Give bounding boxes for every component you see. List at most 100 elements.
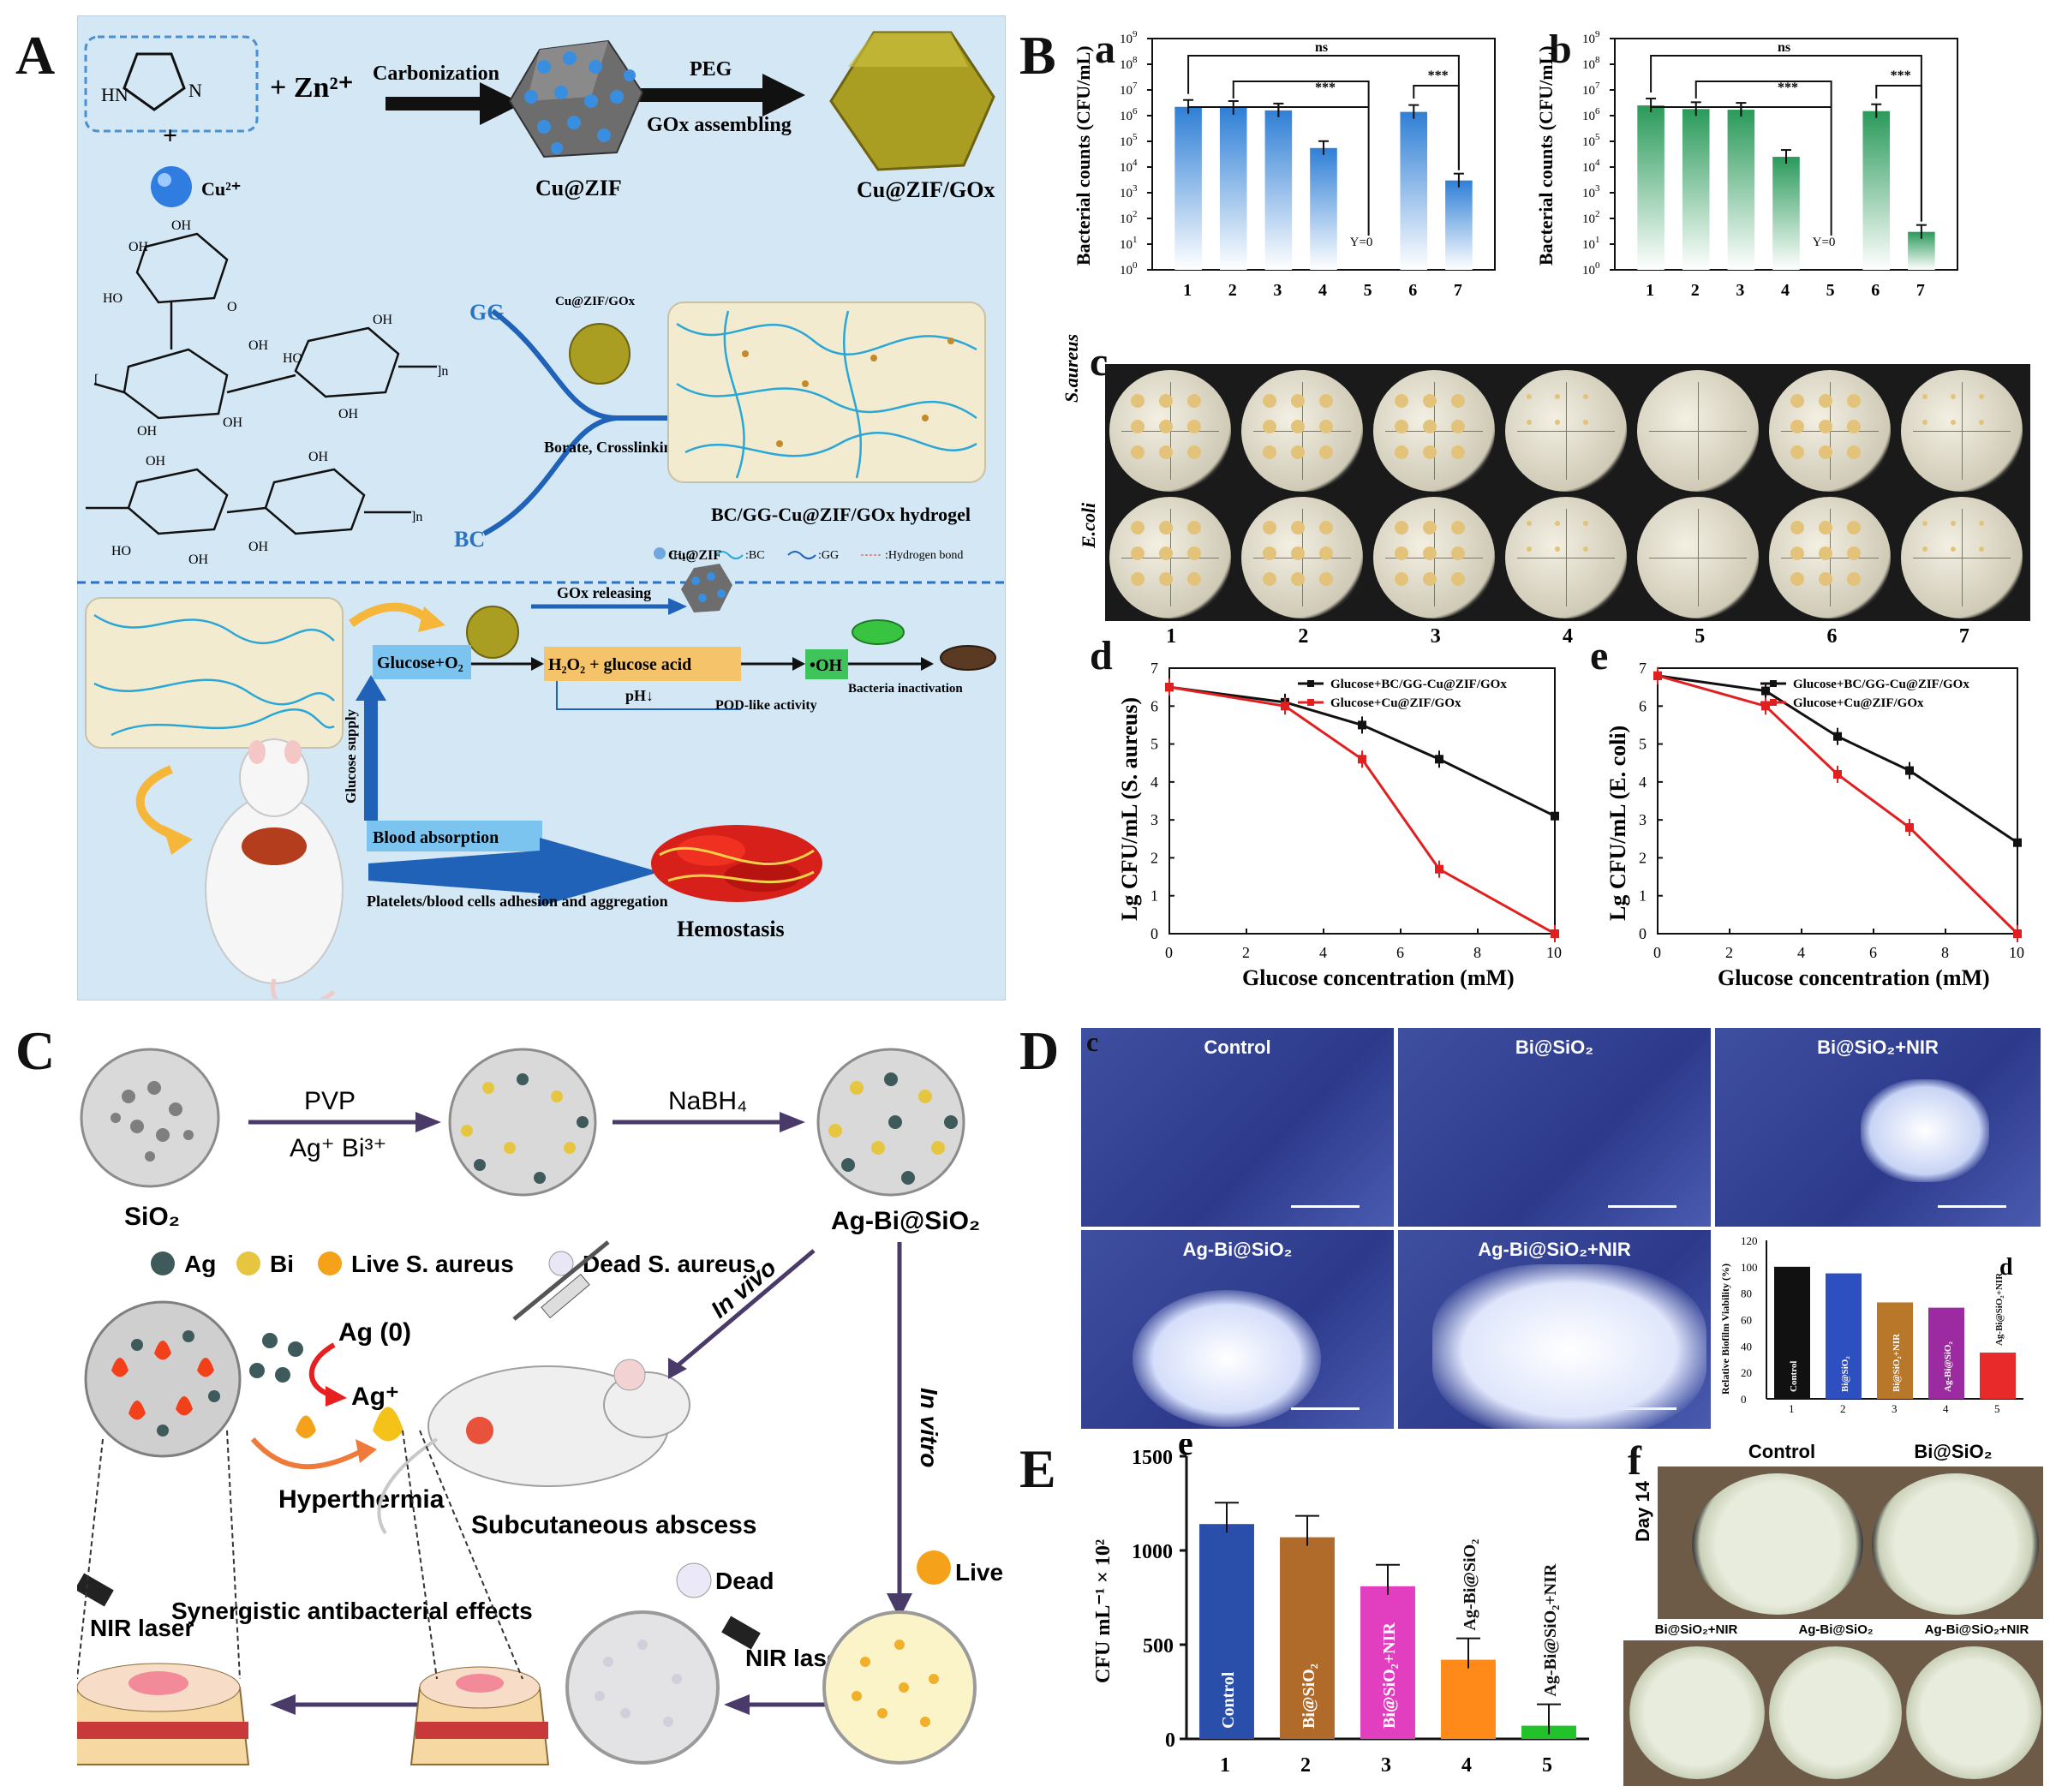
sio2-sphere [80,1048,220,1188]
blood-label: Blood absorption [373,828,499,847]
agar-dish [1769,370,1891,492]
hyperthermia-label: Hyperthermia [278,1485,445,1514]
dish-quadrant-lines [1517,558,1615,559]
bracket-3 [1413,85,1460,170]
x-tick-label: 2 [1242,944,1250,961]
skin-block-right [409,1666,550,1765]
bacterial-colony [1291,547,1305,560]
bacterial-colony [1583,521,1588,526]
agar-dish [1241,497,1363,618]
bacterial-colony [1395,572,1408,586]
panel-ba-label: a [1095,27,1115,72]
y-tick-label: 109 [1120,29,1138,46]
bacterial-colony [1527,547,1532,552]
y-tick-label: 80 [1741,1287,1752,1300]
bacterial-colony [1527,420,1532,425]
dish-quadrant-lines [1517,431,1615,432]
hydrogel-network [667,302,986,483]
y-tick-label: 0 [1741,1393,1747,1406]
bacterial-colony [1263,521,1276,535]
svg-text:N: N [188,80,202,101]
bar [1199,1524,1254,1739]
bar [1445,180,1473,270]
bacterial-colony [1847,420,1861,433]
x-tick-label: 5 [1364,281,1372,300]
cu-zif-gox-particle [829,31,995,171]
y-axis-label: Bacterial counts (CFU/mL) [1535,45,1557,266]
y-tick-label: 1500 [1132,1447,1173,1469]
bar [1310,147,1337,270]
y-tick-label: 106 [1582,106,1600,123]
x-tick-label: 1 [1183,281,1192,300]
y-tick-label: 102 [1582,209,1600,226]
y-tick-label: 5 [1639,736,1647,753]
dish-quadrant-lines [1698,509,1699,606]
x-tick-label: 6 [1871,281,1880,300]
bacterial-colony [1819,445,1832,459]
y-tick-label: 6 [1639,697,1647,714]
bar [1774,1266,1810,1399]
peg-label: PEG [690,58,732,81]
y-tick-label: 108 [1582,55,1600,72]
y-tick-label: 0 [1639,925,1647,942]
bar-label: Control [1219,1671,1238,1729]
bacterial-colony [1291,572,1305,586]
live-plate [822,1610,977,1765]
bar-label: Bi@SiO₂+NIR [1892,1333,1902,1392]
bar-label: Bi@SiO₂ [1840,1356,1850,1392]
y-axis-label: Bacterial counts (CFU/mL) [1073,45,1094,266]
bacterial-colony [1395,547,1408,560]
x-tick-label: 5 [1994,1402,2000,1415]
bacterial-colony [1819,521,1832,535]
dish-col-3: 3 [1430,625,1441,648]
plate-label-agbisio2-nir: Ag-Bi@SiO₂+NIR [1924,1622,2029,1637]
y-tick-label: 108 [1120,55,1138,72]
mouse-illustration [377,1359,690,1535]
svg-text:OH: OH [137,424,158,439]
bar [1637,105,1665,270]
panel-e-label: E [1019,1438,1056,1499]
svg-text:OH: OH [146,454,166,469]
gox-releasing-label: GOx releasing [557,584,651,601]
bacterial-colony [1451,572,1465,586]
bacterial-colony [1451,394,1465,408]
h2o2-label: H₂O₂ + glucose acid [548,655,691,674]
panel-d-label: D [1019,1020,1060,1081]
bacterial-colony [1555,521,1560,526]
legend-label: Glucose+Cu@ZIF/GOx [1793,696,1924,710]
legend-label: Glucose+BC/GG-Cu@ZIF/GOx [1793,678,1969,691]
hemostasis-label: Hemostasis [677,917,785,941]
sio2-label: SiO₂ [124,1203,180,1231]
invitro-label: In vitro [916,1388,942,1467]
x-tick-label: 4 [1319,944,1327,961]
bacterial-colony [1922,547,1927,552]
y-tick-label: 2 [1151,849,1158,866]
dish-col-4: 4 [1562,625,1573,648]
annotation-ns: ns [1778,40,1790,55]
bracket-1 [1694,81,1832,236]
ag0-label: Ag (0) [338,1318,411,1347]
agp-label: Ag⁺ [351,1383,399,1411]
bacterial-colony [1187,547,1201,560]
x-tick-label: 10 [1546,944,1562,961]
rat-illustration [205,738,344,999]
dish-quadrant-lines [1649,558,1747,559]
dish-col-1: 1 [1166,625,1177,648]
y-tick-label: 101 [1120,235,1138,252]
svg-text:O: O [227,300,237,314]
bacterial-colony [1819,572,1832,586]
x-tick-label: 3 [1892,1402,1898,1415]
svg-text:OH: OH [171,218,192,233]
bacterial-colony [1319,547,1333,560]
x-tick-label: 1 [1789,1402,1795,1415]
dead-label: Dead [715,1568,774,1594]
legend-label: Glucose+BC/GG-Cu@ZIF/GOx [1330,678,1507,691]
y-tick-label: 104 [1582,158,1600,175]
panel-ef-label: f [1628,1438,1641,1484]
skin-block-left [77,1663,250,1765]
bacterial-colony [1395,420,1408,433]
dish-column-labels: 1 2 3 4 5 6 7 [1105,625,2030,648]
x-tick-label: 1 [1220,1754,1230,1777]
bacterial-colony [1423,394,1437,408]
